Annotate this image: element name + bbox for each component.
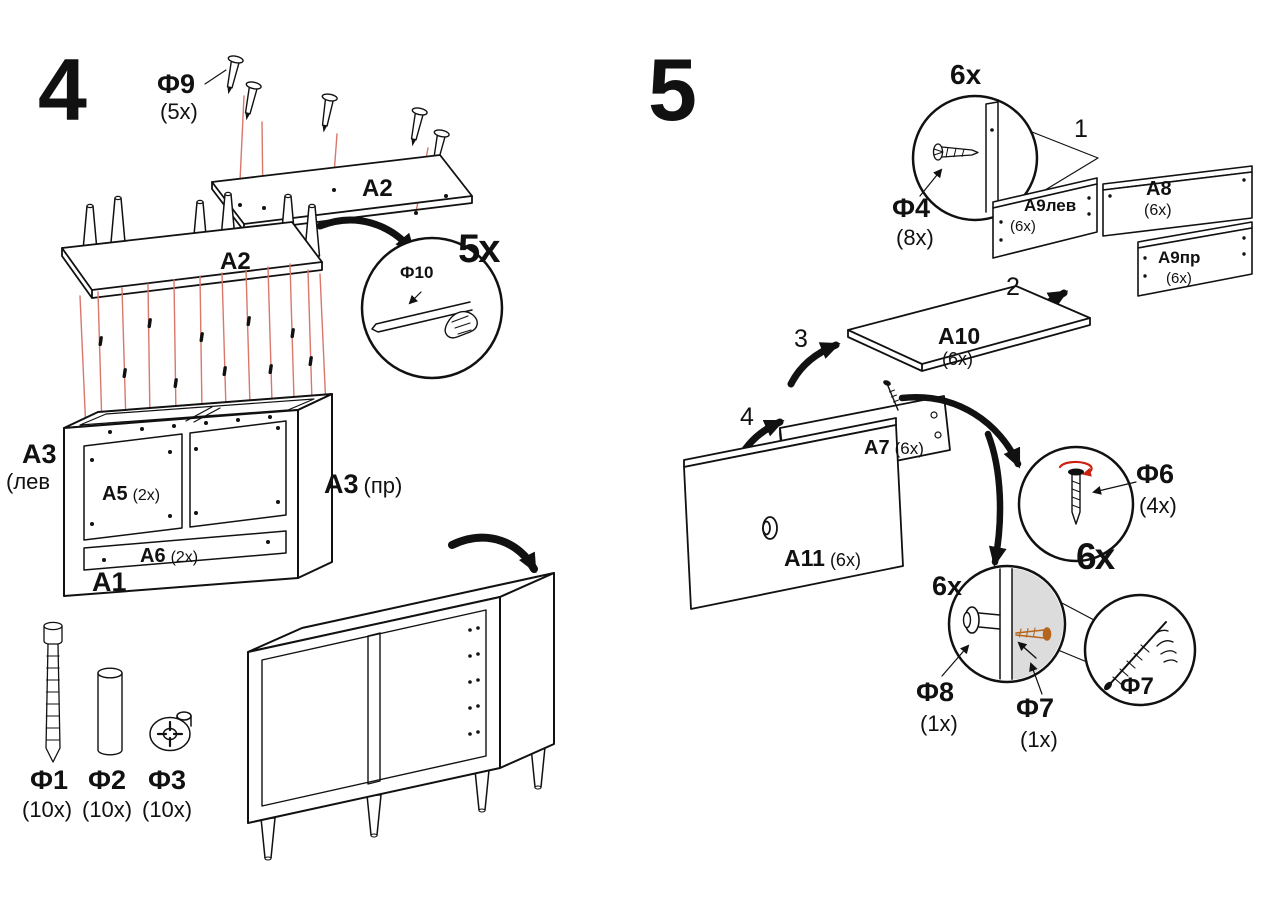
step5-number: 5 (648, 40, 697, 139)
leader-f8 (941, 644, 970, 677)
part-label-a10: A10 (938, 323, 981, 349)
detail-circle-f10 (316, 216, 504, 380)
step4-number: 4 (38, 40, 87, 139)
part-sub-a3-right: (пр) (363, 473, 403, 498)
sequence-4: 4 (740, 403, 754, 431)
part-label-a5: A5 (2x) (102, 484, 160, 505)
qty-f6: (4x) (1139, 493, 1177, 518)
qty-f3: (10x) (142, 797, 193, 822)
qty-f4: (8x) (896, 225, 934, 250)
part-label-a2-legs: A2 (220, 248, 251, 275)
sequence-1: 1 (1074, 115, 1088, 143)
panel-a10 (847, 285, 1091, 372)
part-label-a5-main: A5 (102, 483, 128, 505)
screw-f6-loose-icon (883, 380, 899, 411)
part-label-a8: A8 (1146, 178, 1172, 200)
hand-icon (1151, 629, 1178, 663)
qty-f2: (10x) (82, 797, 133, 822)
qty-a8: (6x) (1144, 202, 1172, 219)
assembled-cabinet (247, 533, 555, 861)
part-label-a6-main: A6 (140, 545, 166, 567)
part-label-a7-main: A7 (864, 437, 890, 459)
part-label-f1: Ф1 (30, 765, 69, 795)
screw-f4-icon (932, 143, 979, 161)
count-6x-f4: 6x (950, 59, 982, 90)
sequence-3: 3 (794, 325, 808, 353)
qty-f7: (1x) (1020, 727, 1058, 752)
part-label-a3-right: A3 (пр) (324, 469, 403, 499)
detail-circle-hand (1057, 593, 1197, 707)
screw-f7-icon (1015, 627, 1052, 641)
arrow-to-knob-detail (984, 430, 1007, 567)
part-label-f9: Ф9 (157, 69, 196, 99)
qty-a11: (6x) (829, 550, 861, 570)
qty-a5: (2x) (132, 487, 161, 504)
part-label-a11: A11 (6x) (784, 546, 861, 570)
cabinet-body (63, 393, 333, 597)
qty-a9pr: (6x) (1166, 270, 1192, 287)
part-label-a1: A1 (92, 567, 127, 597)
part-label-a9lev: A9лев (1024, 196, 1077, 215)
part-label-f6: Ф6 (1136, 459, 1175, 489)
step5-drawing (683, 94, 1253, 707)
part-label-a3-right-main: A3 (324, 469, 359, 499)
hardware-f1-icon (43, 621, 63, 763)
detail-circle-f4 (911, 94, 1099, 222)
qty-f8: (1x) (920, 711, 958, 736)
detail-circle-f6 (1017, 445, 1137, 563)
alignment-lines (79, 263, 327, 433)
panel-a11 (683, 417, 904, 610)
count-5x: 5x (458, 227, 500, 271)
part-label-f7: Ф7 (1016, 693, 1055, 723)
part-label-f10: Ф10 (400, 263, 434, 282)
sequence-2: 2 (1006, 273, 1020, 301)
qty-a7: (6x) (894, 439, 924, 458)
part-label-a2-top: A2 (362, 175, 393, 202)
drawer-frame (992, 165, 1253, 297)
leader-f7 (1029, 662, 1043, 695)
detail-circle-knob (947, 564, 1067, 684)
part-sub-a3-left: (лев (6, 469, 51, 494)
part-label-a11-main: A11 (784, 545, 825, 571)
part-label-a9pr: A9пр (1158, 248, 1201, 267)
panel-a2-legs (61, 191, 323, 299)
count-6x-f6: 6x (1076, 536, 1115, 577)
part-label-a3-left: A3 (22, 439, 57, 469)
rotation-arrow-icon (1058, 460, 1093, 477)
qty-a6: (2x) (170, 549, 199, 566)
hardware-f3-icon (149, 711, 192, 752)
loose-dowels (98, 316, 313, 389)
part-label-f3: Ф3 (148, 765, 187, 795)
count-6x-knob: 6x (932, 571, 963, 601)
step4-drawing (43, 54, 555, 861)
part-label-f2: Ф2 (88, 765, 127, 795)
part-label-a6: A6 (2x) (140, 546, 198, 567)
hand-icon (444, 311, 478, 339)
part-label-f4: Ф4 (892, 193, 931, 223)
qty-f1: (10x) (22, 797, 73, 822)
part-label-a7: A7 (6x) (864, 438, 924, 459)
arrow-to-f6-detail (898, 394, 1022, 469)
part-label-f7-hand: Ф7 (1120, 673, 1154, 700)
arrow-step3 (787, 341, 841, 388)
qty-a10: (6x) (942, 349, 973, 369)
part-label-f8: Ф8 (916, 677, 955, 707)
qty-f9: (5x) (160, 99, 198, 124)
hardware-f2-icon (97, 667, 123, 756)
qty-a9lev: (6x) (1010, 218, 1036, 235)
